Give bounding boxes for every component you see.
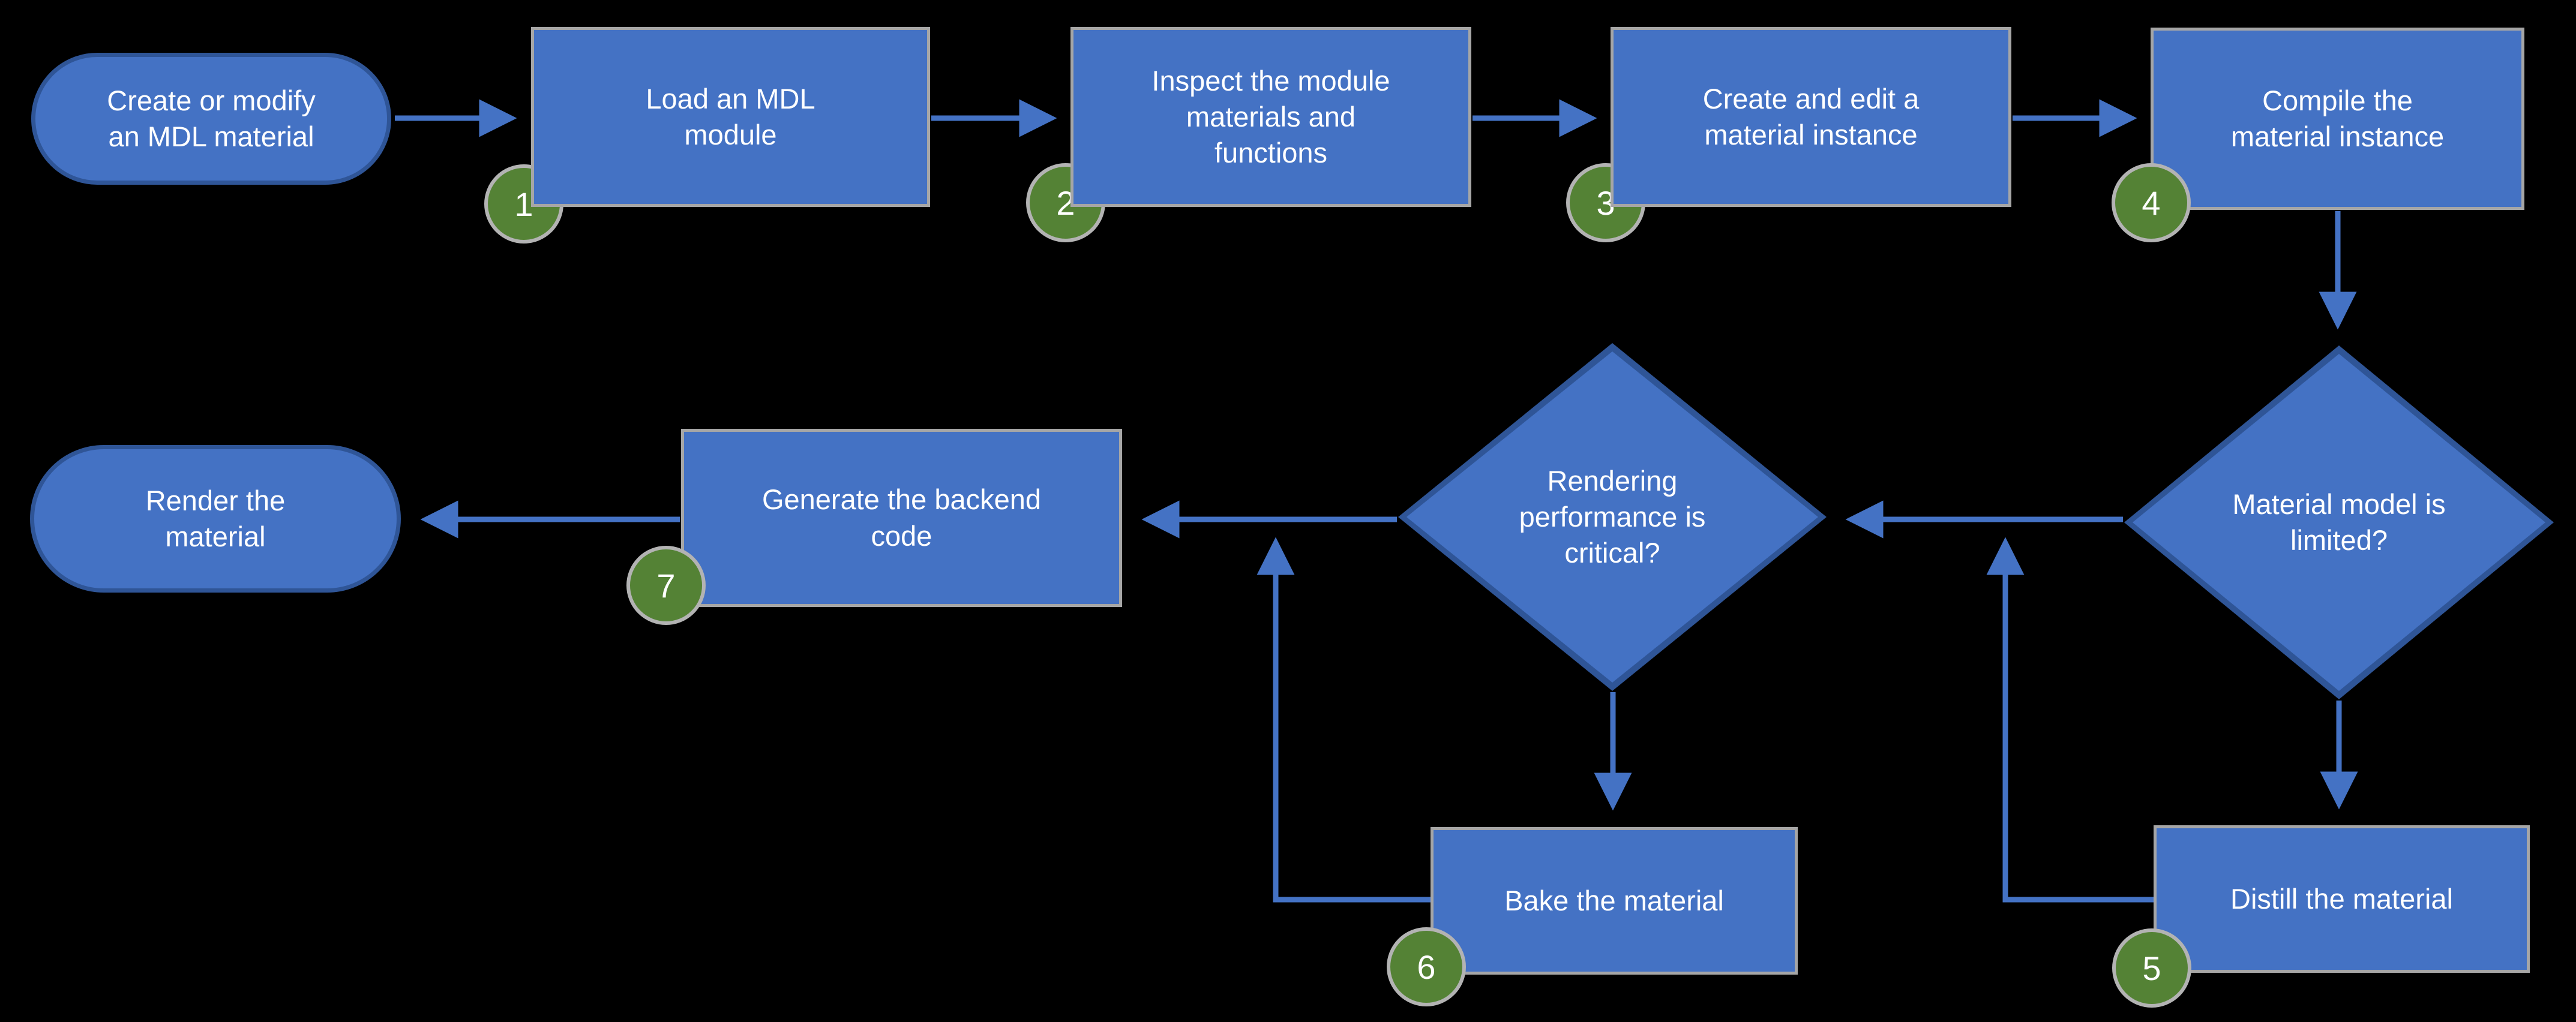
node-generate-label: Generate the backend code [761,483,1042,552]
node-load-label: Load an MDL module [646,82,815,151]
step-badge-7: 7 [626,546,706,625]
node-compile-label: Compile the material instance [2230,84,2445,152]
node-bake-process: Bake the material [1431,827,1798,975]
step-badge-5: 5 [2112,928,2191,1008]
step-badge-7-number: 7 [656,566,676,605]
step-badge-5-number: 5 [2142,949,2161,987]
step-badge-6-number: 6 [1417,948,1436,986]
edge-bake-feedback [1256,537,1431,903]
node-create-label: Create and edit a material instance [1702,82,1920,151]
node-distill-process: Distill the material [2154,825,2530,973]
node-load-process: Load an MDL module [531,27,930,207]
node-render-label: Render the material [145,484,286,552]
node-distill-label: Distill the material [2230,882,2453,915]
node-bake-label: Bake the material [1504,884,1724,916]
step-badge-1-number: 1 [514,185,533,223]
node-inspect-process: Inspect the module materials and functio… [1070,27,1471,207]
node-create-process: Create and edit a material instance [1611,27,2011,207]
node-performance-label: Rendering performance is critical? [1519,464,1706,569]
step-badge-4-number: 4 [2142,184,2161,222]
step-badge-6: 6 [1387,927,1466,1006]
node-start-label: Create or modify an MDL material [107,84,316,152]
node-inspect-label: Inspect the module materials and functio… [1151,64,1390,169]
edge-distill-feedback [1986,537,2154,903]
node-limited-label: Material model is limited? [2232,488,2446,556]
step-badge-4: 4 [2112,163,2191,242]
node-generate-process: Generate the backend code [681,429,1122,607]
node-start-terminator: Create or modify an MDL material [31,53,391,185]
node-render-terminator: Render the material [30,445,401,593]
node-compile-process: Compile the material instance [2151,28,2524,210]
